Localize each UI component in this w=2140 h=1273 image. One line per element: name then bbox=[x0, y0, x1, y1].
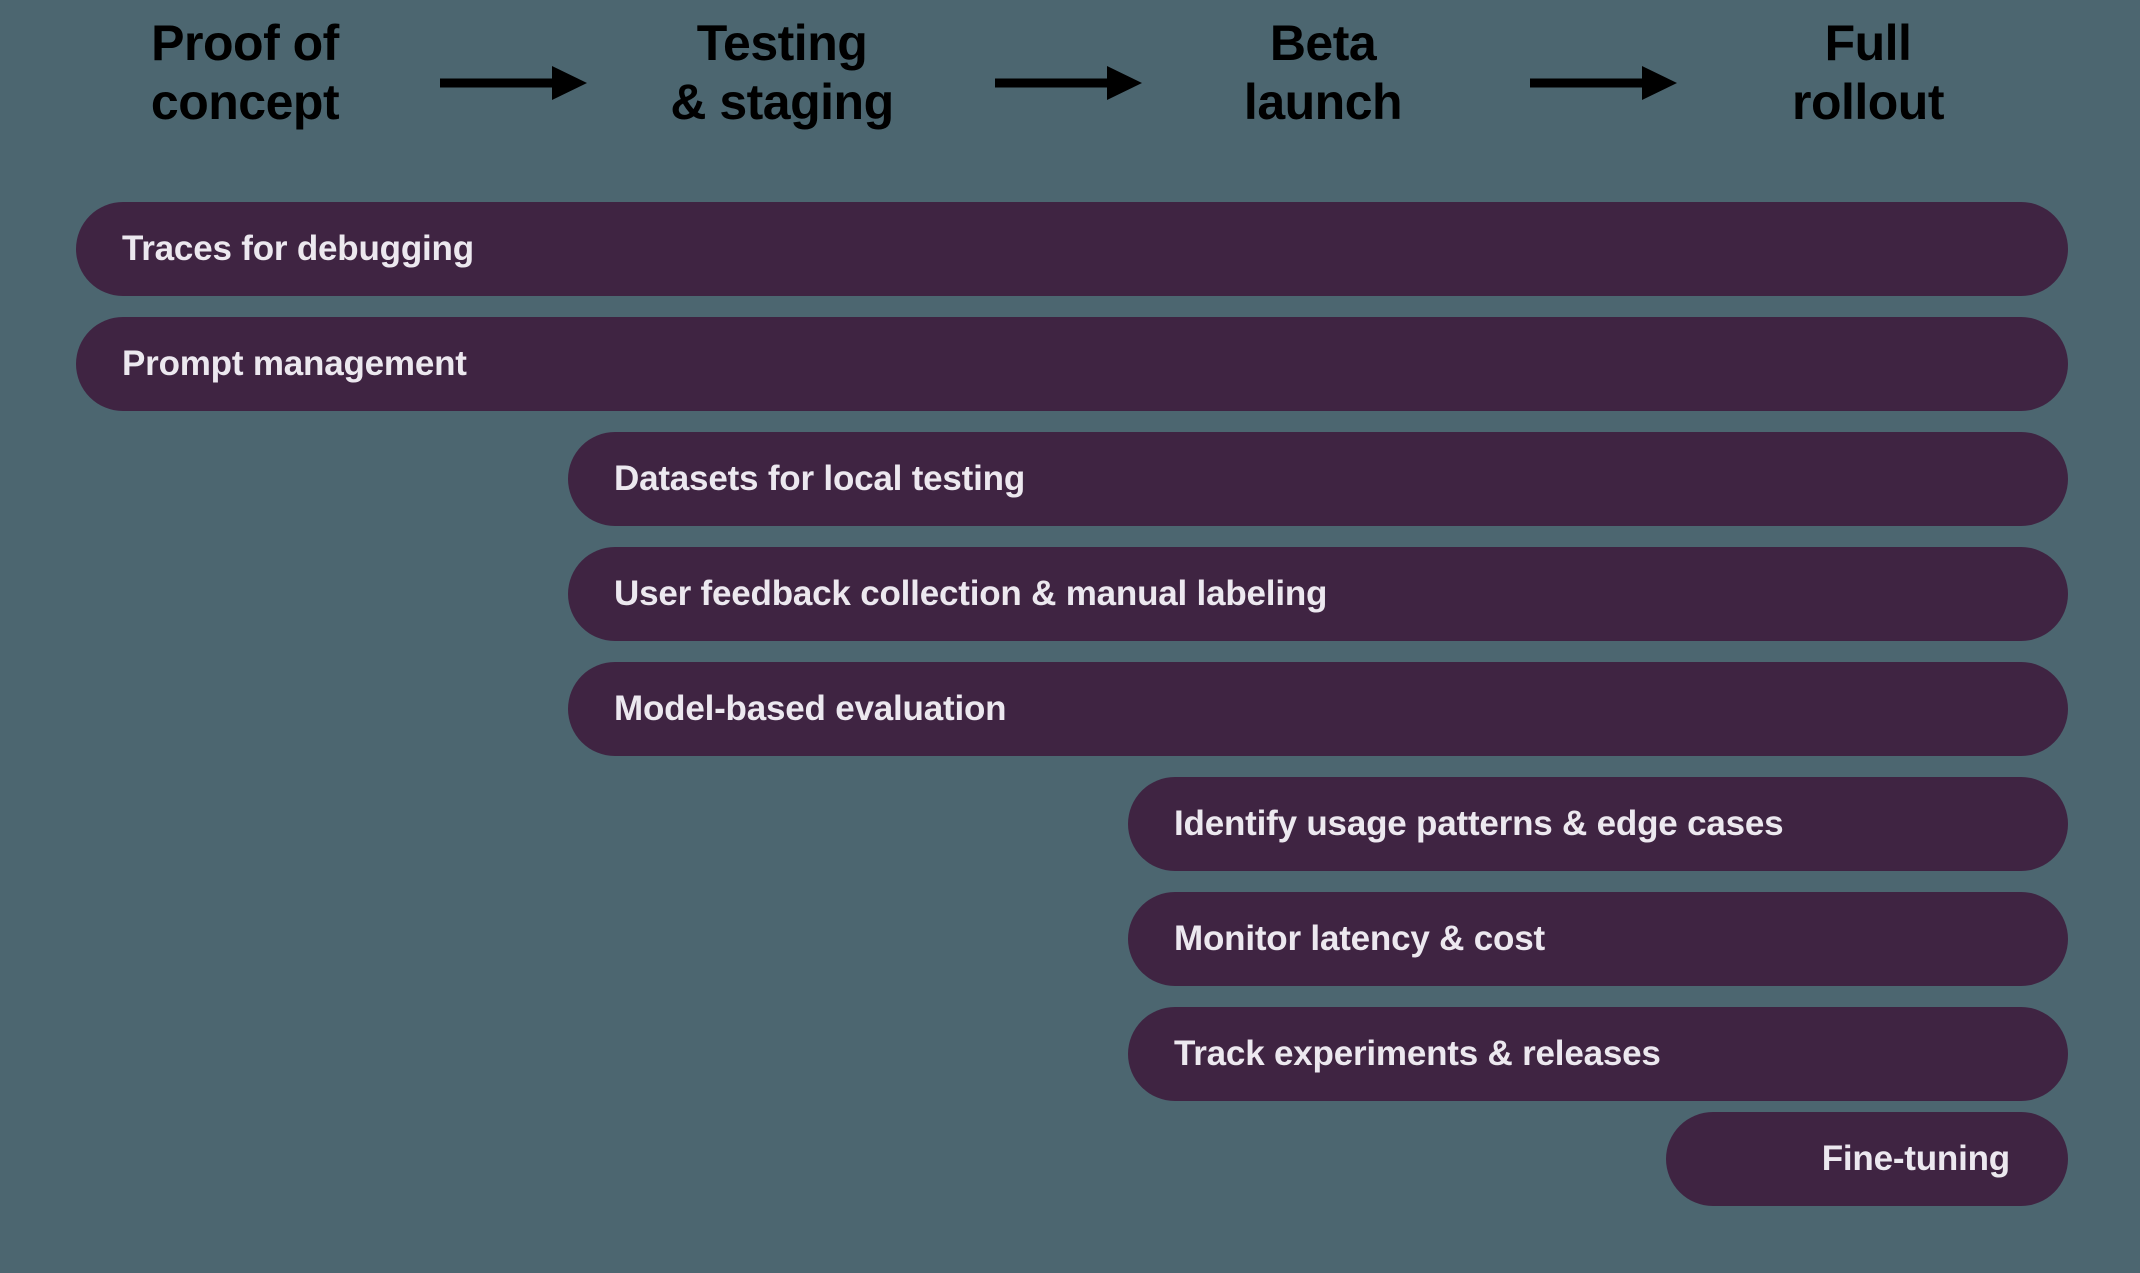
stage-label-4: Full rollout bbox=[1791, 15, 1945, 130]
stage-label-2: Testing & staging bbox=[670, 15, 894, 130]
capability-bar: Model-based evaluation bbox=[568, 662, 2068, 756]
capability-bar-label: Identify usage patterns & edge cases bbox=[1174, 804, 1784, 843]
capability-bar-label: Prompt management bbox=[122, 344, 467, 383]
arrow-testing-to-beta-icon bbox=[995, 62, 1145, 104]
capability-bar: Fine-tuning bbox=[1666, 1112, 2068, 1206]
capability-bar: Traces for debugging bbox=[76, 202, 2068, 296]
capability-bar: Monitor latency & cost bbox=[1128, 892, 2068, 986]
capability-bar: User feedback collection & manual labeli… bbox=[568, 547, 2068, 641]
capability-bar-label: Track experiments & releases bbox=[1174, 1034, 1661, 1073]
capability-bar: Track experiments & releases bbox=[1128, 1007, 2068, 1101]
capability-bar-label: Traces for debugging bbox=[122, 229, 474, 268]
capability-bar-label: Model-based evaluation bbox=[614, 689, 1007, 728]
capability-bar: Prompt management bbox=[76, 317, 2068, 411]
stage-label-3: Beta launch bbox=[1243, 15, 1403, 130]
capability-bar-label: Datasets for local testing bbox=[614, 459, 1026, 498]
capability-bar-label: Monitor latency & cost bbox=[1174, 919, 1545, 958]
capability-bar-label: Fine-tuning bbox=[1821, 1139, 2011, 1178]
capability-bar: Identify usage patterns & edge cases bbox=[1128, 777, 2068, 871]
capability-bar-label: User feedback collection & manual labeli… bbox=[614, 574, 1328, 613]
arrow-beta-to-rollout-icon bbox=[1530, 62, 1680, 104]
stage-label-1: Proof of concept bbox=[150, 15, 340, 130]
stage-header-row: Proof of concept Testing & staging Beta la… bbox=[0, 0, 2140, 170]
arrow-poc-to-testing-icon bbox=[440, 62, 590, 104]
capability-bar: Datasets for local testing bbox=[568, 432, 2068, 526]
